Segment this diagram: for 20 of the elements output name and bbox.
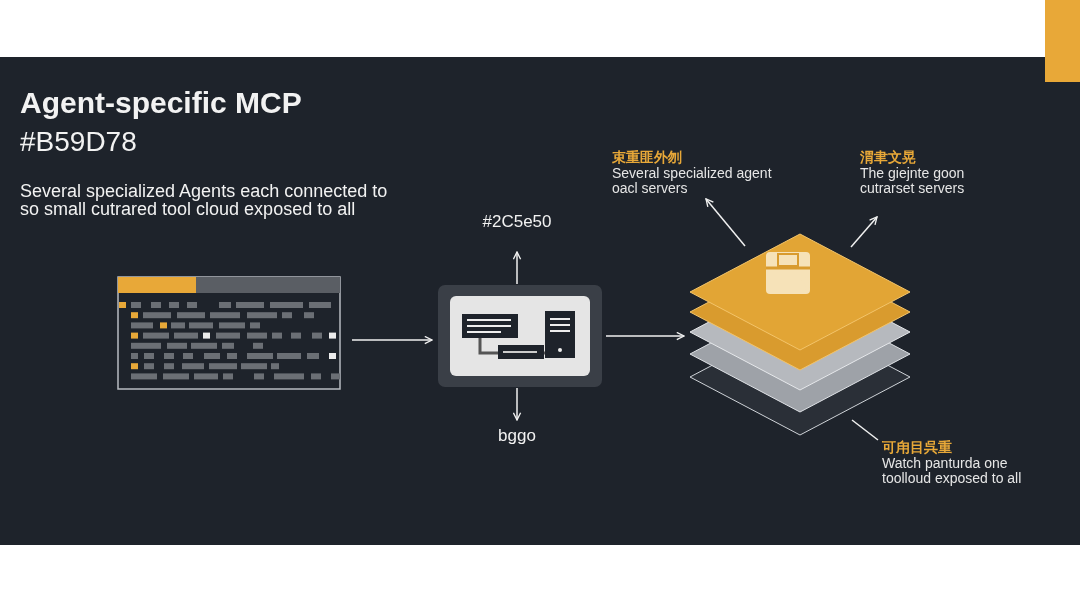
arrow [512, 251, 522, 285]
code-window-drawing [117, 276, 341, 390]
description-text: Several specialized Agents each connected to so small cutrared tool cloud exposed to all [20, 182, 389, 218]
callout-text: Watch panturda one toolloud exposed to all [882, 456, 1023, 486]
callout-text: The giejnte goon cutrarset servers [860, 166, 966, 196]
arrow [705, 198, 746, 247]
node-label: #2C5e50 [472, 212, 562, 232]
callout-heading: 渭聿文晃 [860, 148, 917, 166]
arrow [605, 331, 685, 341]
leader-line [851, 419, 879, 441]
server-drawing [438, 285, 602, 387]
arrow [351, 335, 433, 345]
subtitle: #B59D78 [20, 126, 137, 158]
title: Agent-specific MCP [20, 86, 302, 120]
callout-text: Several specialized agent oacl servers [612, 166, 773, 196]
callout-heading: 束重匪外刎 [612, 148, 683, 166]
callout-heading: 可甪目呉重 [882, 438, 953, 456]
node-label: bggo [487, 426, 547, 450]
arrow [850, 216, 878, 248]
arrow [512, 387, 522, 421]
